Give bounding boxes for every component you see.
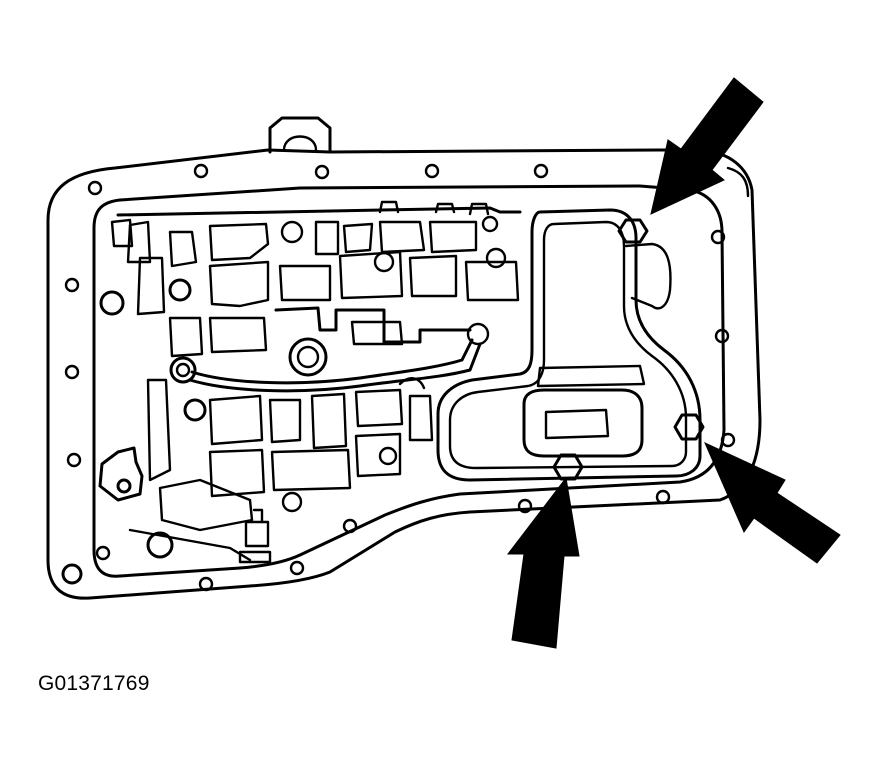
flange-right-lip bbox=[726, 166, 750, 198]
valve-body-left bbox=[110, 200, 522, 268]
bolt-right bbox=[673, 413, 705, 441]
arrow-top-right bbox=[650, 77, 764, 215]
oil-tube bbox=[169, 337, 482, 393]
gasket-inner-contour bbox=[92, 184, 726, 578]
bolt-top bbox=[617, 218, 649, 244]
bolt-bottom bbox=[552, 453, 584, 481]
pan-flange-outline bbox=[46, 148, 762, 600]
strainer-bolts bbox=[552, 218, 705, 481]
oil-strainer bbox=[436, 208, 702, 482]
figure-id-caption: G01371769 bbox=[38, 672, 150, 695]
top-boss bbox=[268, 116, 332, 154]
pointer-arrows bbox=[506, 77, 841, 649]
arrow-lower-right bbox=[704, 441, 841, 564]
flange-bolt-holes bbox=[61, 163, 736, 592]
valve-body-lower bbox=[98, 378, 434, 564]
arrow-bottom bbox=[506, 476, 580, 649]
valve-body-center bbox=[99, 247, 520, 358]
